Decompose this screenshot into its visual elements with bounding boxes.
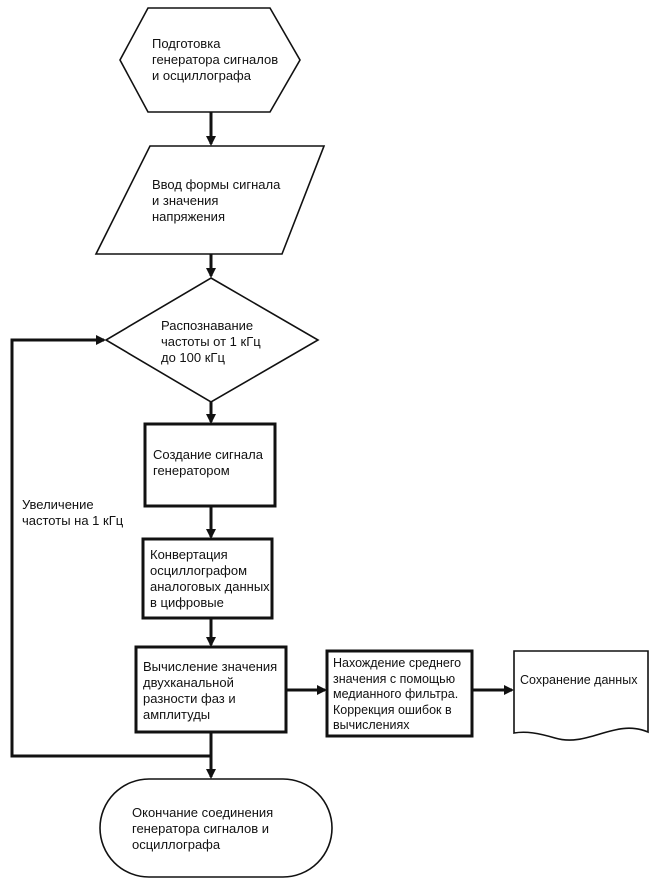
loop-label-line: Увеличение — [22, 497, 94, 512]
compute-label-line: двухканальной — [143, 675, 234, 690]
compute-label-line: разности фаз и — [143, 691, 236, 706]
median-process-box — [325, 649, 474, 738]
median-label: Нахождение среднего значения с помощью м… — [333, 656, 461, 734]
recognize-label-line: до 100 кГц — [161, 350, 225, 365]
input-label-line: напряжения — [152, 209, 225, 224]
convert-label-line: в цифровые — [150, 595, 224, 610]
loop-label: Увеличение частоты на 1 кГц — [22, 497, 123, 529]
compute-label: Вычисление значения двухканальной разнос… — [143, 659, 277, 723]
prep-label-line: генератора сигналов — [152, 52, 279, 67]
finish-label-line: осциллографа — [132, 837, 221, 852]
loop-label-line: частоты на 1 кГц — [22, 513, 124, 528]
median-label-line: медианного фильтра. — [333, 687, 459, 701]
create-label-line: Создание сигнала — [153, 447, 263, 462]
connector-loop-back — [10, 335, 211, 758]
prep-hexagon — [119, 7, 301, 113]
input-label-line: и значения — [152, 193, 219, 208]
median-label-line: Нахождение среднего — [333, 656, 462, 670]
prep-label-line: Подготовка — [152, 36, 221, 51]
median-label-line: значения с помощью — [333, 671, 456, 686]
median-label-line: вычислениях — [333, 718, 410, 732]
save-label: Сохранение данных — [520, 672, 637, 688]
finish-label: Окончание соединения генератора сигналов… — [132, 805, 273, 853]
prep-label: Подготовка генератора сигналов и осцилло… — [152, 36, 278, 84]
convert-label-line: Конвертация — [150, 547, 228, 562]
create-label: Создание сигнала генератором — [153, 447, 263, 479]
recognize-label-line: частоты от 1 кГц — [161, 334, 261, 349]
finish-label-line: генератора сигналов и — [132, 821, 270, 836]
create-label-line: генератором — [153, 463, 230, 478]
recognize-label-line: Распознавание — [161, 318, 254, 333]
compute-label-line: Вычисление значения — [143, 659, 278, 674]
convert-label-line: аналоговых данных — [150, 579, 270, 594]
compute-label-line: амплитуды — [143, 707, 211, 722]
convert-label-line: осциллографом — [150, 563, 248, 578]
convert-label: Конвертация осциллографом аналоговых дан… — [150, 547, 270, 611]
save-label-line: Сохранение данных — [520, 673, 638, 687]
create-process-box — [143, 422, 277, 508]
save-document-shape — [513, 650, 649, 741]
median-label-line: Коррекция ошибок в — [333, 702, 452, 717]
finish-label-line: Окончание соединения — [132, 805, 274, 820]
convert-process-box — [141, 537, 274, 620]
recognize-label: Распознавание частоты от 1 кГц до 100 кГ… — [161, 318, 261, 366]
finish-terminator — [99, 778, 333, 878]
input-label: Ввод формы сигнала и значения напряжения — [152, 177, 280, 225]
input-label-line: Ввод формы сигнала — [152, 177, 281, 192]
prep-label-line: и осциллографа — [152, 68, 251, 83]
input-parallelogram — [94, 145, 326, 255]
